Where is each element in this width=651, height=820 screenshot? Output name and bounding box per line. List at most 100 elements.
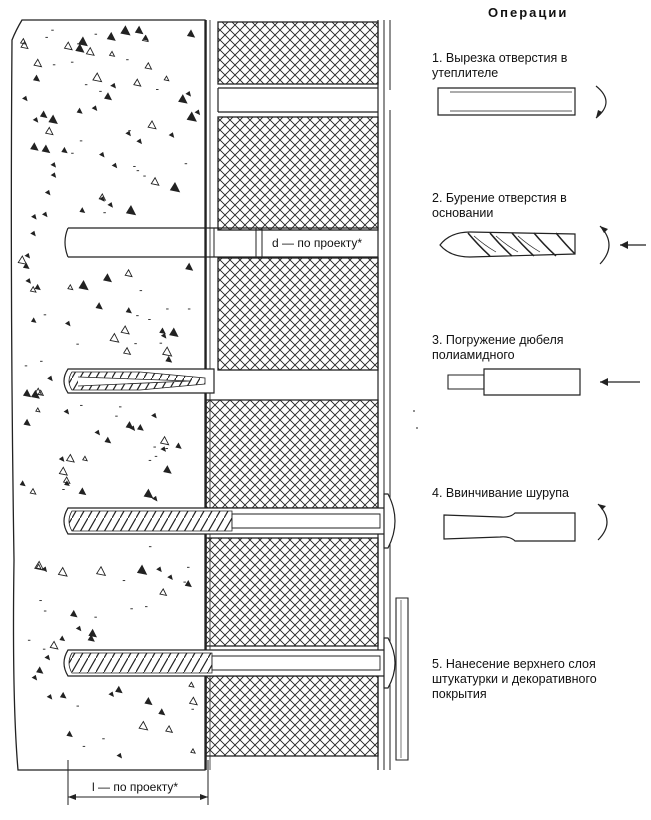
- aggregate-speck: [186, 111, 197, 122]
- aggregate-speck: [169, 327, 179, 338]
- aggregate-speck: [108, 50, 116, 57]
- aggregate-speck: [136, 138, 142, 145]
- aggregate-speck: [115, 685, 123, 694]
- aggregate-speck: [36, 666, 44, 674]
- anchor-length-dimension: l — по проекту*: [67, 760, 209, 805]
- aggregate-speck: [188, 696, 198, 706]
- aggregate-speck: [29, 487, 37, 495]
- aggregate-speck: [64, 480, 70, 487]
- concrete-aggregate: [17, 25, 201, 759]
- aggregate-speck: [125, 205, 137, 216]
- operation-1-label: 1. Вырезка отверстия в утеплителе: [432, 51, 568, 80]
- aggregate-speck: [66, 730, 73, 738]
- operations-title: Операции: [488, 5, 569, 20]
- aggregate-speck: [87, 634, 95, 642]
- aggregate-speck: [22, 95, 28, 102]
- aggregate-speck: [151, 495, 158, 502]
- aggregate-speck: [160, 446, 166, 452]
- aggregate-speck: [124, 268, 133, 278]
- aggregate-speck: [108, 691, 114, 698]
- aggregate-speck: [41, 211, 48, 218]
- concrete-base: [10, 19, 206, 771]
- aggregate-speck: [67, 283, 74, 291]
- aggregate-speck: [185, 262, 194, 271]
- aggregate-speck: [94, 429, 101, 436]
- aggregate-speck: [186, 29, 196, 38]
- aggregate-speck: [151, 412, 157, 419]
- aggregate-speck: [125, 130, 131, 137]
- aggregate-speck: [98, 151, 105, 158]
- drill-bit-icon: [439, 225, 646, 265]
- aggregate-speck: [34, 560, 45, 571]
- aggregate-speck: [59, 691, 67, 699]
- aggregate-speck: [39, 110, 48, 119]
- aggregate-speck: [58, 456, 65, 462]
- aggregate-speck: [64, 320, 71, 327]
- aggregate-speck: [75, 625, 82, 632]
- aggregate-speck: [46, 694, 53, 700]
- dowel-row3: [63, 368, 215, 394]
- aggregate-speck: [106, 31, 116, 41]
- cut-hole-row1: [217, 87, 378, 113]
- aggregate-speck: [31, 674, 38, 681]
- drilled-hole-row2: d — по проекту*: [64, 227, 378, 258]
- aggregate-speck: [158, 708, 166, 716]
- aggregate-speck: [120, 25, 131, 36]
- operation-5-label: 5. Нанесение верхнего слоя штукатурки и …: [432, 657, 597, 701]
- aggregate-speck: [78, 36, 88, 47]
- anchor-row4: [63, 493, 396, 549]
- aggregate-speck: [24, 252, 31, 259]
- aggregate-speck: [104, 92, 113, 101]
- aggregate-speck: [82, 455, 89, 462]
- aggregate-speck: [98, 193, 107, 201]
- aggregate-speck: [91, 105, 98, 111]
- aggregate-speck: [129, 425, 136, 432]
- aggregate-speck: [32, 117, 39, 123]
- aggregate-speck: [133, 78, 142, 87]
- aggregate-speck: [163, 75, 170, 82]
- aggregate-speck: [185, 91, 192, 97]
- aggregate-speck: [107, 202, 113, 208]
- aggregate-speck: [92, 72, 103, 83]
- aggregate-speck: [63, 41, 73, 51]
- aggregate-speck: [143, 488, 154, 499]
- aggregate-speck: [110, 82, 116, 89]
- aggregate-speck: [168, 132, 175, 138]
- aggregate-speck: [163, 465, 172, 474]
- aggregate-speck: [35, 563, 42, 570]
- aggregate-speck: [167, 574, 173, 581]
- aggregate-speck: [76, 107, 83, 114]
- aggregate-speck: [48, 114, 58, 125]
- aggregate-speck: [70, 609, 78, 618]
- screwdriver-icon: [443, 503, 608, 542]
- aggregate-speck: [30, 317, 37, 323]
- anchor-length-label: l — по проекту*: [92, 780, 178, 794]
- aggregate-speck: [104, 436, 112, 444]
- aggregate-speck: [44, 654, 51, 661]
- aggregate-speck: [165, 355, 173, 363]
- aggregate-speck: [150, 176, 160, 186]
- aggregate-speck: [138, 720, 149, 731]
- aggregate-speck: [147, 120, 157, 130]
- aggregate-speck: [19, 480, 26, 487]
- aggregate-speck: [22, 262, 30, 270]
- aggregate-speck: [136, 564, 148, 575]
- aggregate-speck: [58, 466, 69, 476]
- aggregate-speck: [88, 628, 97, 638]
- aggregate-speck: [125, 421, 134, 429]
- aggregate-speck: [44, 189, 51, 196]
- aggregate-speck: [59, 635, 66, 642]
- aggregate-speck: [159, 587, 168, 597]
- aggregate-speck: [23, 418, 31, 427]
- aggregate-speck: [41, 566, 48, 573]
- aggregate-speck: [49, 640, 59, 650]
- hole-cutter-icon: [437, 85, 607, 119]
- aggregate-speck: [50, 162, 57, 168]
- aggregate-speck: [30, 142, 39, 151]
- aggregate-speck: [34, 283, 41, 291]
- aggregate-speck: [188, 681, 195, 688]
- aggregate-speck: [162, 346, 173, 357]
- aggregate-speck: [159, 435, 170, 446]
- aggregate-speck: [175, 442, 182, 449]
